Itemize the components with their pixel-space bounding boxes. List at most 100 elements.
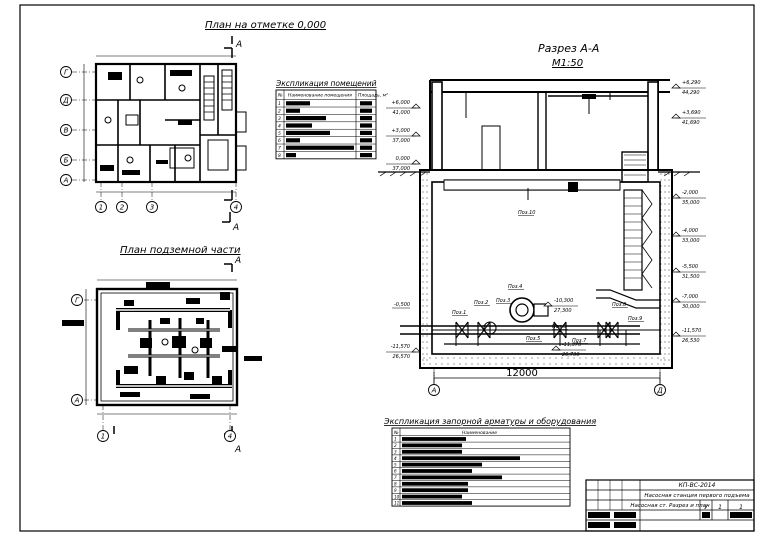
- equipment: [207, 139, 229, 171]
- equipment-tag: [146, 282, 170, 290]
- hatch-dot: [664, 281, 666, 283]
- rooms-row-num: 1: [278, 101, 281, 107]
- pump: [140, 338, 152, 348]
- hatch-dot: [422, 347, 424, 349]
- elevation-top: 0,000: [396, 156, 410, 162]
- elevation-triangle: [671, 297, 681, 303]
- valves-row-name-redacted: [402, 443, 462, 448]
- rooms-row-area-redacted: [360, 123, 372, 128]
- tb-project: Насосная станция первого подъема: [644, 493, 750, 499]
- hatch-dot: [422, 257, 424, 259]
- hatch-dot: [422, 179, 424, 181]
- hatch-dot: [426, 281, 428, 283]
- hatch-dot: [668, 329, 670, 331]
- hatch-dot: [603, 357, 605, 359]
- hatch-dot: [660, 257, 662, 259]
- hatch-dot: [519, 357, 521, 359]
- hatch-dot: [579, 357, 581, 359]
- hatch-dot: [664, 233, 666, 235]
- wall-right: [647, 81, 659, 171]
- hatch-dot: [668, 251, 670, 253]
- hatch-dot: [426, 341, 428, 343]
- plan-under-title: План подземной части: [120, 245, 241, 256]
- hatch-dot: [447, 357, 449, 359]
- hatch-dot: [453, 363, 455, 365]
- hatch-dot: [660, 311, 662, 313]
- title-block-grid: [586, 480, 754, 531]
- wall-left: [431, 81, 443, 171]
- rooms-row-area-redacted: [360, 116, 372, 121]
- hatch-dot: [668, 173, 670, 175]
- hatch-dot: [489, 363, 491, 365]
- valves-row-num: 6: [394, 469, 397, 474]
- valves-row-num: 9: [394, 488, 397, 493]
- axis-col-2-circle: [116, 201, 128, 213]
- hatch-dot: [426, 269, 428, 271]
- hatch-dot: [426, 203, 428, 205]
- axis-col-1: 1: [99, 204, 103, 212]
- hatch-dot: [668, 269, 670, 271]
- rooms-row-name-redacted: [286, 101, 310, 106]
- hatch-dot: [471, 363, 473, 365]
- hatch-dot: [651, 357, 653, 359]
- hatch-dot: [660, 281, 662, 283]
- hatch-dot: [426, 335, 428, 337]
- hatch-dot: [668, 215, 670, 217]
- hatch-dot: [664, 353, 666, 355]
- hatch-dot: [422, 341, 424, 343]
- hatch-dot: [668, 191, 670, 193]
- tb-stage: У: [704, 504, 708, 511]
- rooms-row-num: 7: [278, 146, 281, 152]
- hatch-dot: [426, 233, 428, 235]
- hatch-dot: [615, 363, 617, 365]
- hatch-dot: [668, 185, 670, 187]
- hatch-dot: [660, 335, 662, 337]
- axis-lines: [74, 299, 231, 430]
- valves-row-name-redacted: [402, 462, 482, 467]
- elevation-top: -2,000: [682, 190, 698, 196]
- hatch-dot: [621, 357, 623, 359]
- hatch-dot: [555, 363, 557, 365]
- hatch-dot: [507, 363, 509, 365]
- hatch-dot: [465, 363, 467, 365]
- elevation-top: +6,290: [682, 80, 701, 86]
- elevation-top: +3,690: [682, 110, 701, 116]
- hatch-dot: [597, 357, 599, 359]
- pump-impeller: [515, 303, 529, 317]
- valves-row-num: 3: [394, 449, 397, 454]
- hatch-dot: [561, 357, 563, 359]
- hatch-dot: [668, 257, 670, 259]
- hatch-dot: [426, 359, 428, 361]
- hatch-dot: [537, 363, 539, 365]
- elevation-top: +3,000: [391, 128, 410, 134]
- hatch-dot: [422, 335, 424, 337]
- section-axis-circle: [654, 384, 666, 396]
- hatch-dot: [664, 263, 666, 265]
- hatch-dot: [660, 227, 662, 229]
- dimension-12000: 12000: [506, 368, 538, 379]
- hatch-dot: [664, 311, 666, 313]
- elevation-bottom: 41,690: [682, 120, 700, 126]
- stair: [203, 75, 215, 121]
- elevation-top: +6,000: [391, 100, 410, 106]
- hatch-dot: [663, 363, 665, 365]
- hatch-dot: [507, 357, 509, 359]
- hatch-dot: [668, 359, 670, 361]
- column: [537, 91, 547, 171]
- valves-row-num: 4: [394, 456, 397, 461]
- hatch-dot: [668, 221, 670, 223]
- hatch-dot: [668, 275, 670, 277]
- hatch-dot: [422, 275, 424, 277]
- elevation-bottom: 33,000: [682, 238, 700, 244]
- elevation-top: -10,300: [554, 298, 573, 304]
- hatch-dot: [668, 209, 670, 211]
- hatch-dot: [660, 239, 662, 241]
- hatch-dot: [549, 363, 551, 365]
- axis-under-row-circle: [71, 294, 83, 306]
- axis-lines: [433, 368, 661, 384]
- elevation-triangle: [671, 193, 681, 199]
- elevation-triangle: [671, 113, 681, 119]
- hatch-dot: [426, 293, 428, 295]
